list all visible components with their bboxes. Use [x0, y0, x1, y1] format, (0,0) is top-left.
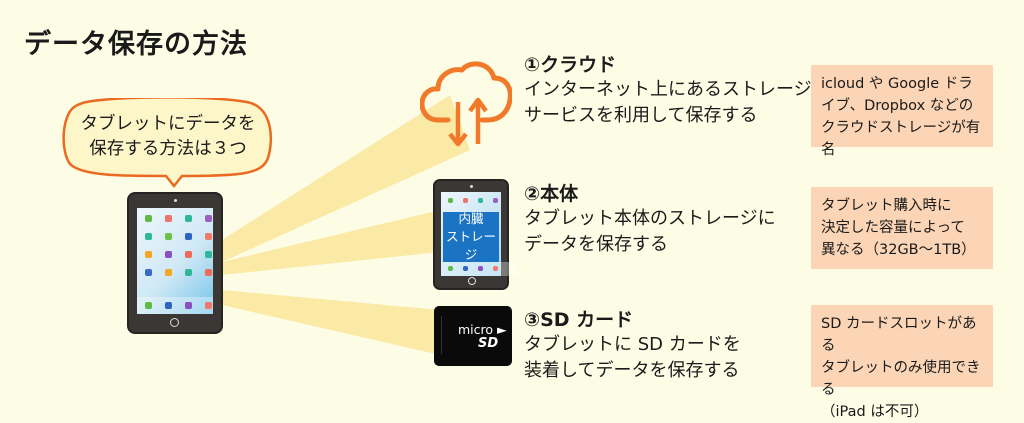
card-notch — [433, 316, 442, 354]
note-line: 異なる（32GB〜1TB） — [821, 242, 976, 258]
home-button-icon — [170, 318, 179, 327]
note-line: イブ、Dropbox などの — [821, 98, 974, 114]
note-line: タブレットのみ使用できる — [821, 360, 981, 398]
app-icon-grid — [145, 215, 212, 276]
note-sdcard: SD カードスロットがある タブレットのみ使用できる （iPad は不可） — [811, 305, 993, 420]
home-button-icon — [468, 277, 476, 285]
method-internal-desc-1: タブレット本体のストレージに — [524, 208, 776, 229]
camera-dot — [174, 199, 177, 202]
note-line: icloud や Google ドラ — [821, 76, 973, 92]
app-dock — [441, 262, 517, 276]
method-sdcard: ③SD カード タブレットに SD カードを 装着してデータを保存する — [524, 305, 741, 384]
internal-storage-label: 内臓 ストレージ — [443, 211, 499, 262]
method-cloud-desc-1: インターネット上にあるストレージ — [524, 79, 812, 100]
tablet-internal-storage-icon: 内臓 ストレージ — [433, 179, 517, 290]
method-sdcard-desc-2: 装着してデータを保存する — [524, 360, 740, 381]
app-dock — [137, 297, 213, 314]
method-sdcard-desc-1: タブレットに SD カードを — [524, 334, 741, 355]
light-beams — [222, 95, 470, 355]
note-line: クラウドストレージが有名 — [821, 120, 981, 158]
sd-card-sd-label: SD — [478, 336, 499, 351]
method-internal-desc-2: データを保存する — [524, 234, 668, 255]
speech-bubble-shape — [62, 98, 273, 188]
method-sdcard-title: ③SD カード — [524, 309, 634, 331]
camera-dot — [470, 185, 473, 188]
method-cloud-desc-2: サービスを利用して保存する — [524, 105, 758, 126]
note-line: （iPad は不可） — [821, 404, 929, 420]
note-line: SD カードスロットがある — [821, 316, 977, 354]
sd-card-micro-label: micro ► — [458, 322, 507, 337]
storage-label-line-1: 内臓 — [458, 211, 484, 226]
method-cloud: ①クラウド インターネット上にあるストレージ サービスを利用して保存する — [524, 50, 812, 129]
note-line: タブレット購入時に — [821, 198, 952, 214]
note-cloud: icloud や Google ドラ イブ、Dropbox などの クラウドスト… — [811, 65, 993, 158]
bubble-line-2: 保存する方法は３つ — [89, 139, 247, 159]
tablet-screen: 内臓 ストレージ — [441, 192, 517, 276]
storage-label-line-2: ストレージ — [445, 229, 496, 262]
bubble-line-1: タブレットにデータを — [80, 114, 256, 134]
cloud-upload-download-icon — [420, 61, 512, 147]
note-line: 決定した容量によって — [821, 220, 965, 236]
tablet-screen — [137, 208, 213, 314]
speech-bubble: タブレットにデータを 保存する方法は３つ — [62, 98, 274, 188]
method-internal: ②本体 タブレット本体のストレージに データを保存する — [524, 179, 776, 258]
page-title: データ保存の方法 — [24, 29, 248, 60]
method-internal-title: ②本体 — [524, 183, 579, 205]
microsd-card-icon: micro ► SD — [434, 306, 512, 366]
method-cloud-title: ①クラウド — [524, 54, 617, 76]
note-internal: タブレット購入時に 決定した容量によって 異なる（32GB〜1TB） — [811, 187, 993, 269]
tablet-illustration — [127, 192, 223, 334]
